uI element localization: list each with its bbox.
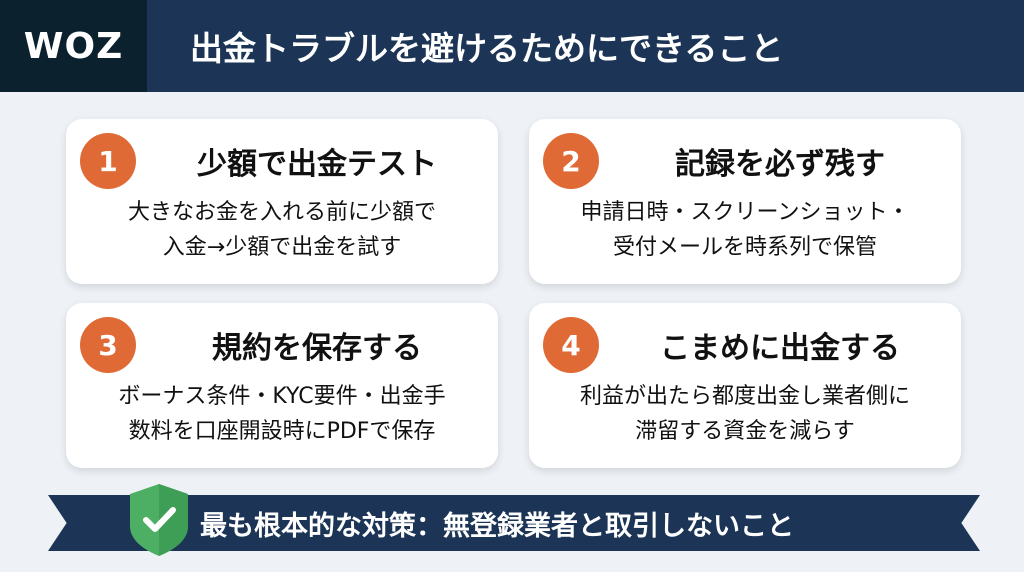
card-body: 大きなお金を入れる前に少額で入金→少額で出金を試す [66, 195, 498, 265]
conclusion-banner [48, 495, 980, 551]
card-line: 受付メールを時系列で保管 [612, 235, 877, 260]
page-title: 出金トラブルを避けるためにできること [190, 29, 784, 68]
card-line: 利益が出たら都度出金し業者側に [579, 384, 910, 409]
card-body: 利益が出たら都度出金し業者側に滞留する資金を減らす [529, 379, 961, 449]
logo: WOZ [0, 0, 147, 92]
card-body: 申請日時・スクリーンショット・受付メールを時系列で保管 [529, 195, 961, 265]
header: WOZ 出金トラブルを避けるためにできること [0, 0, 1024, 92]
card-line: 大きなお金を入れる前に少額で [127, 200, 436, 225]
card-body: ボーナス条件・KYC要件・出金手数料を口座開設時にPDFで保存 [66, 379, 498, 449]
tip-card-4: 4 こまめに出金する 利益が出たら都度出金し業者側に滞留する資金を減らす [529, 303, 961, 468]
card-line: 滞留する資金を減らす [635, 419, 855, 444]
card-title: 少額で出金テスト [197, 147, 437, 182]
tip-card-2: 2 記録を必ず残す 申請日時・スクリーンショット・受付メールを時系列で保管 [529, 119, 961, 284]
number-badge: 2 [543, 133, 599, 189]
card-title: こまめに出金する [660, 331, 900, 366]
card-title: 記録を必ず残す [675, 147, 885, 182]
number-badge: 1 [80, 133, 136, 189]
card-line: ボーナス条件・KYC要件・出金手 [118, 384, 446, 409]
banner-text: 最も根本的な対策：無登録業者と取引しないこと [200, 510, 794, 542]
shield-check-icon [130, 484, 188, 556]
tip-card-3: 3 規約を保存する ボーナス条件・KYC要件・出金手数料を口座開設時にPDFで保… [66, 303, 498, 468]
tip-card-1: 1 少額で出金テスト 大きなお金を入れる前に少額で入金→少額で出金を試す [66, 119, 498, 284]
number-badge: 3 [80, 317, 136, 373]
card-line: 申請日時・スクリーンショット・ [580, 200, 910, 225]
card-title: 規約を保存する [212, 331, 422, 366]
card-line: 入金→少額で出金を試す [162, 235, 402, 260]
card-line: 数料を口座開設時にPDFで保存 [128, 419, 436, 444]
number-badge: 4 [543, 317, 599, 373]
